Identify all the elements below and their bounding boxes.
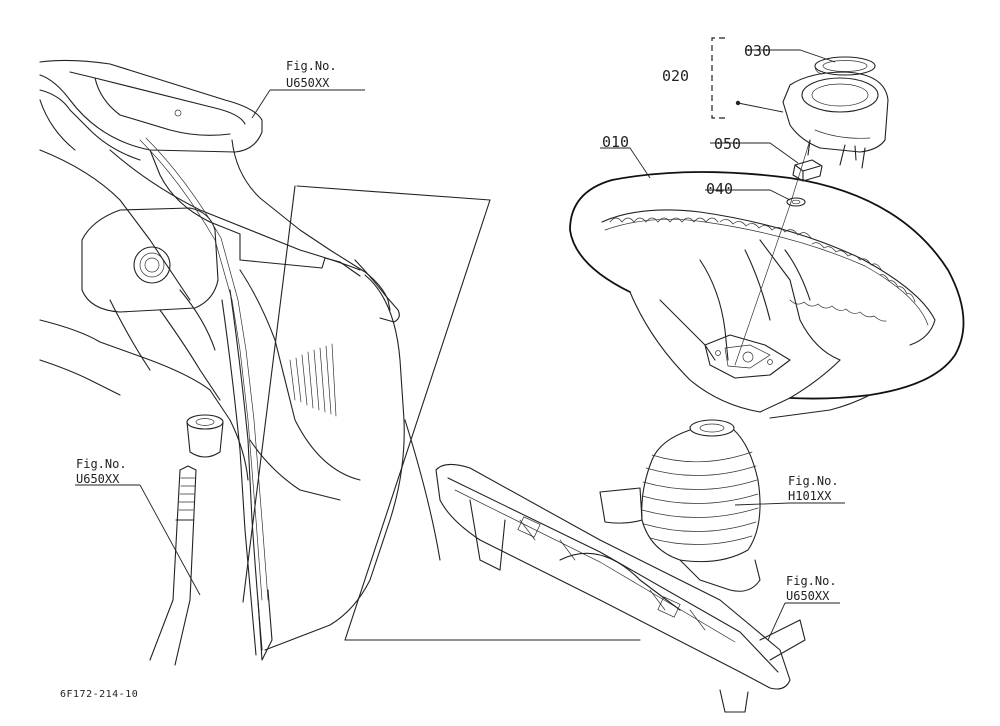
part-number-050: 050 xyxy=(714,135,741,153)
rim-finger-grips xyxy=(609,217,916,322)
panel-grille-hatch xyxy=(289,343,337,417)
figref-bottom-right-label: Fig.No. xyxy=(786,574,837,588)
leader-lines xyxy=(75,49,845,641)
horn-cap-020-drawing xyxy=(782,71,889,169)
part-number-010: 010 xyxy=(602,133,629,151)
drawing-footer-code: 6F172-214-10 xyxy=(60,689,138,700)
part-number-040: 040 xyxy=(706,180,733,198)
lower-support-bracket xyxy=(435,463,806,713)
figref-mid-left-label: Fig.No. xyxy=(76,457,127,471)
steering-wheel-drawing xyxy=(569,37,965,419)
figref-mid-left-code: U650XX xyxy=(76,472,120,486)
figref-h101-label: Fig.No. xyxy=(788,474,839,488)
figref-h101-code: H101XX xyxy=(788,489,832,503)
dashboard-panel-drawing xyxy=(39,59,641,666)
column-bushing xyxy=(186,414,224,458)
washer-040-drawing xyxy=(786,197,806,207)
part-number-030: 030 xyxy=(744,42,771,60)
part-number-020: 020 xyxy=(662,67,689,85)
steering-shaft xyxy=(149,465,197,666)
figref-top-left-label: Fig.No. xyxy=(286,59,337,73)
badge-ring-030-drawing xyxy=(814,56,876,76)
nut-050-drawing xyxy=(792,159,823,182)
figref-top-left-code: U650XX xyxy=(286,76,330,90)
steering-bellows-boot xyxy=(599,419,761,592)
figref-bottom-right-code: U650XX xyxy=(786,589,830,603)
